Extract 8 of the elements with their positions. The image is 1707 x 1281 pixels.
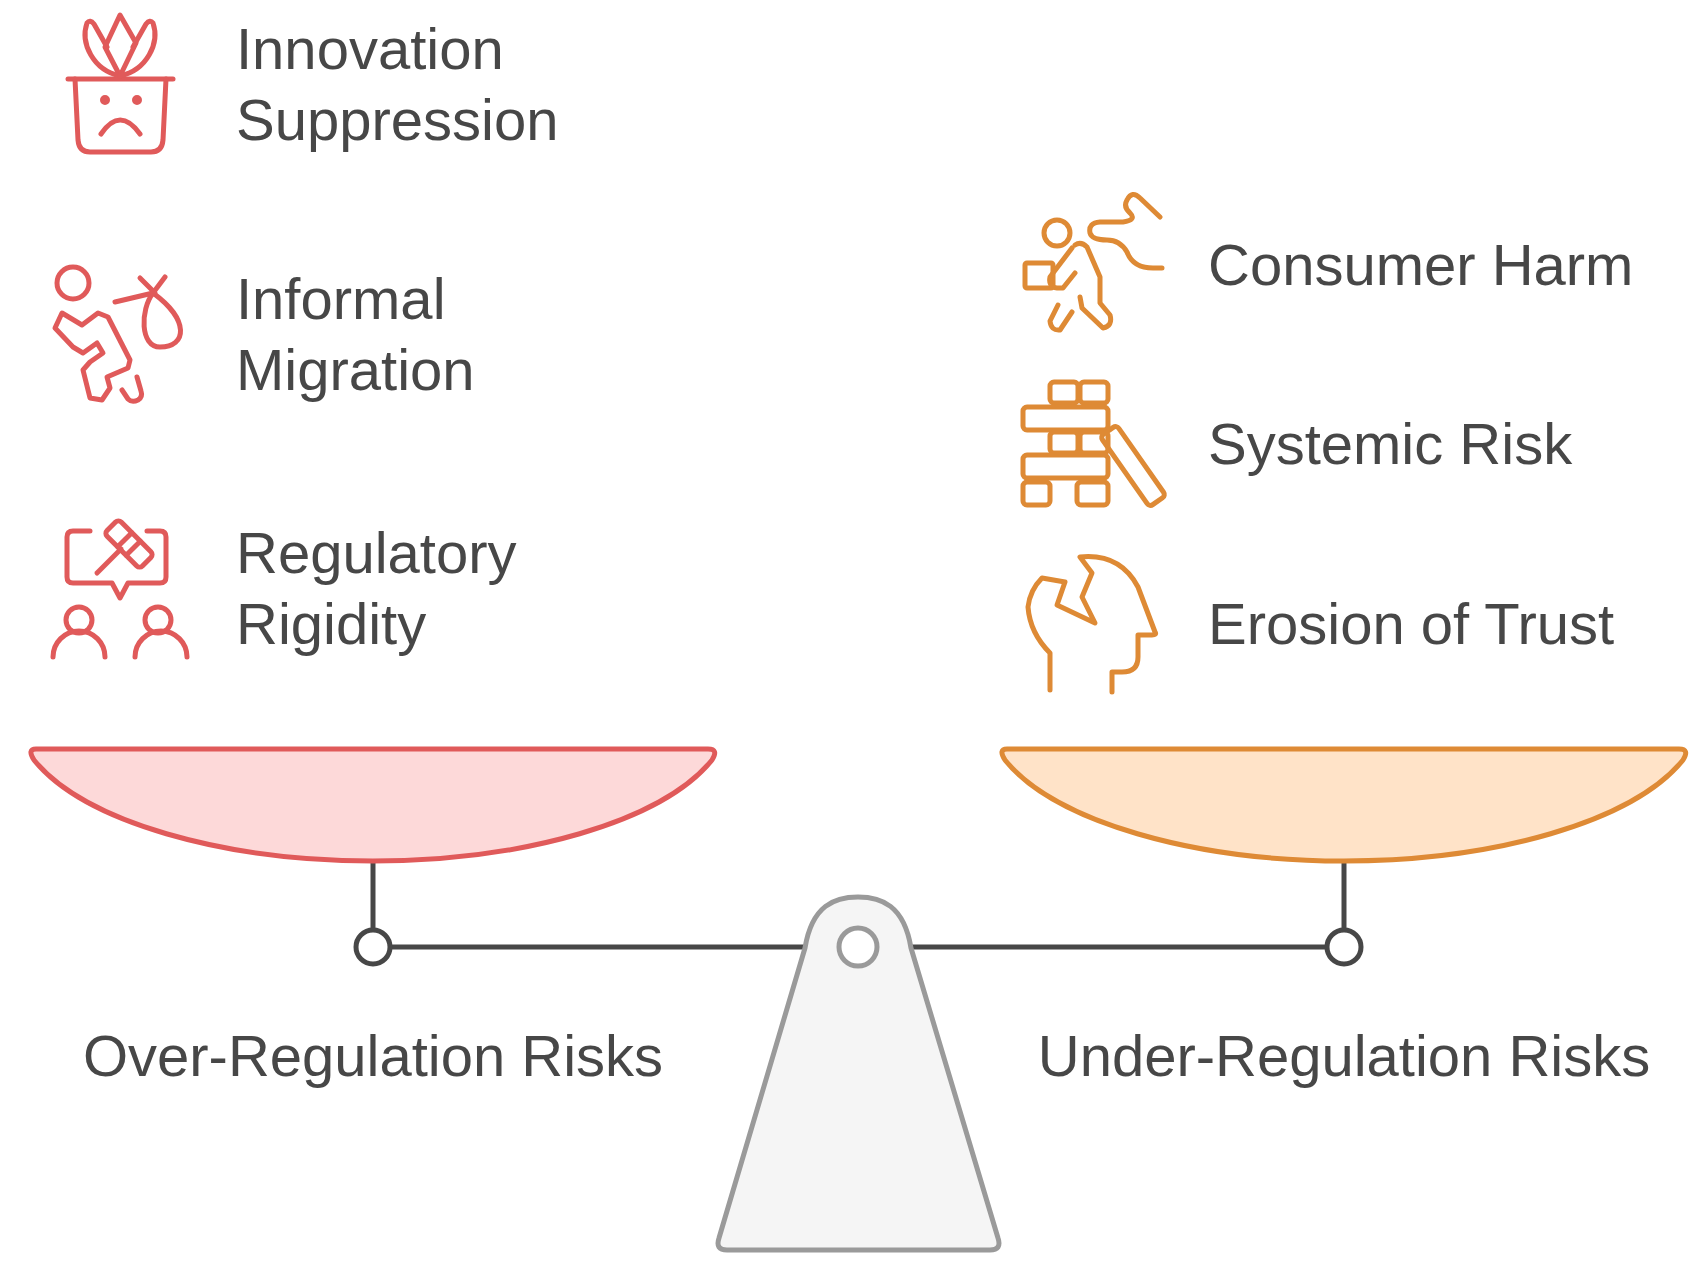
pan-label: Under-Regulation Risks xyxy=(1037,1022,1651,1090)
risk-label: Informal Migration xyxy=(236,265,475,404)
pan-label: Over-Regulation Risks xyxy=(82,1022,664,1090)
risk-label: Erosion of Trust xyxy=(1208,590,1615,658)
risk-label: Systemic Risk xyxy=(1208,410,1573,478)
risk-label: Innovation Suppression xyxy=(236,15,559,154)
risk-label: Consumer Harm xyxy=(1208,231,1634,299)
risk-label: Regulatory Rigidity xyxy=(236,519,517,658)
